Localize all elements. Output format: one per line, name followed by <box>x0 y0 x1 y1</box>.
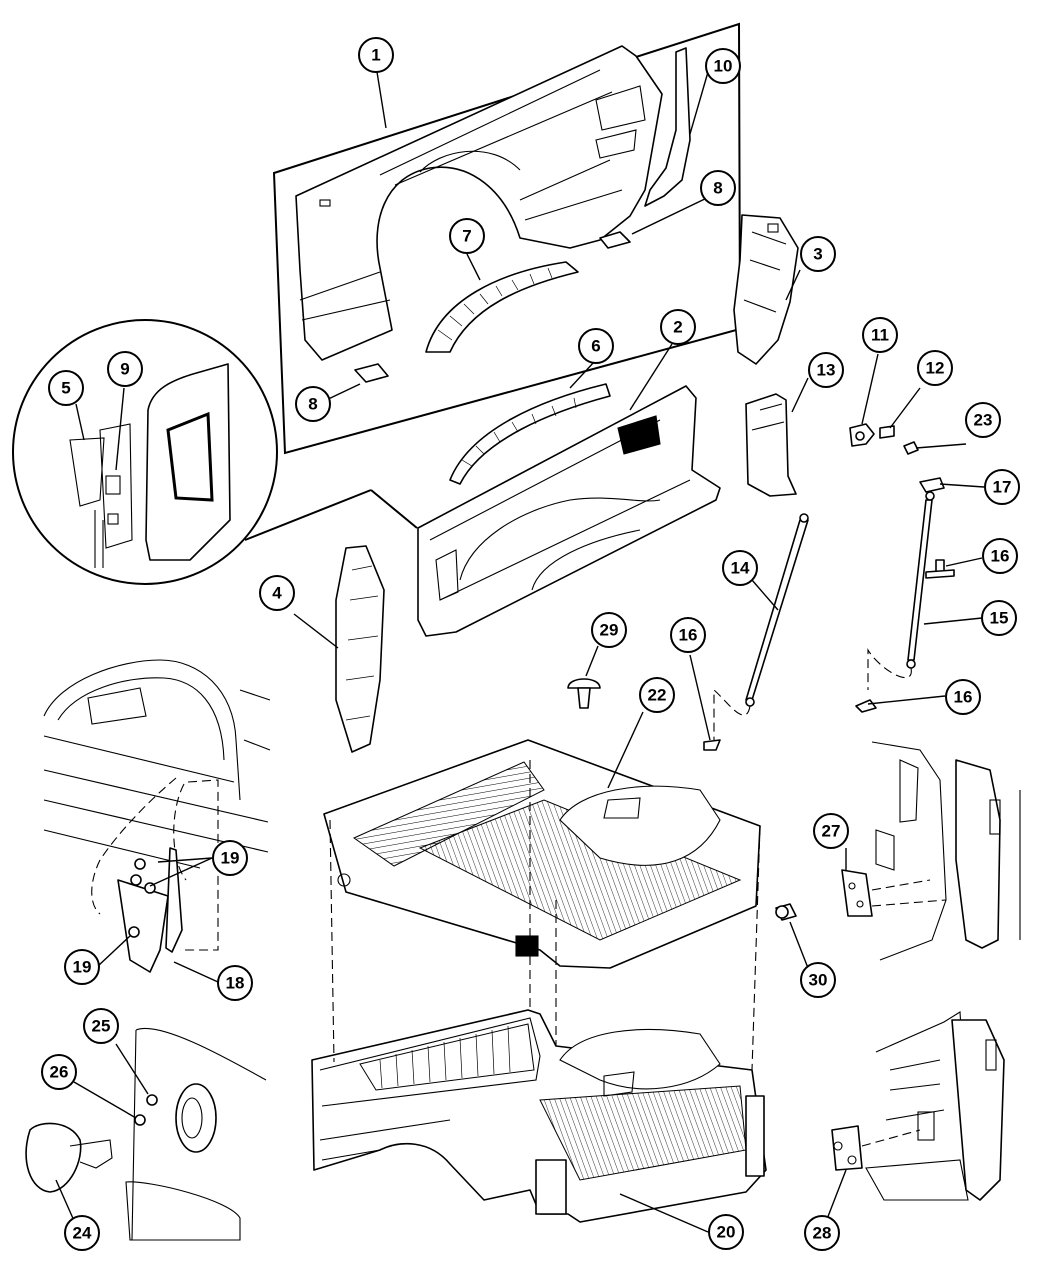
callout-14[interactable]: 14 <box>722 550 758 586</box>
callout-23[interactable]: 23 <box>965 402 1001 438</box>
svg-text:14: 14 <box>731 559 750 578</box>
small-brackets <box>354 231 631 383</box>
svg-text:16: 16 <box>954 688 973 707</box>
callout-9[interactable]: 9 <box>107 351 143 387</box>
callout-19-a[interactable]: 19 <box>212 840 248 876</box>
callout-12[interactable]: 12 <box>917 350 953 386</box>
svg-text:15: 15 <box>990 609 1009 628</box>
svg-text:8: 8 <box>713 179 722 198</box>
svg-text:26: 26 <box>50 1063 69 1082</box>
svg-text:19: 19 <box>221 849 240 868</box>
svg-text:13: 13 <box>817 361 836 380</box>
svg-text:28: 28 <box>813 1224 832 1243</box>
callout-2[interactable]: 2 <box>660 309 696 345</box>
svg-text:20: 20 <box>717 1223 736 1242</box>
callout-26[interactable]: 26 <box>41 1054 77 1090</box>
callout-24[interactable]: 24 <box>64 1215 100 1251</box>
callout-6[interactable]: 6 <box>578 328 614 364</box>
wheelhouse-inner <box>449 383 611 485</box>
callout-16-a[interactable]: 16 <box>670 617 706 653</box>
svg-text:16: 16 <box>679 626 698 645</box>
svg-text:5: 5 <box>61 379 70 398</box>
callout-22[interactable]: 22 <box>639 677 675 713</box>
svg-text:19: 19 <box>73 958 92 977</box>
callout-30[interactable]: 30 <box>800 962 836 998</box>
svg-text:24: 24 <box>73 1224 92 1243</box>
svg-text:7: 7 <box>462 227 471 246</box>
svg-text:3: 3 <box>813 245 822 264</box>
svg-text:27: 27 <box>822 822 841 841</box>
front-inner-panel <box>335 545 385 753</box>
svg-text:29: 29 <box>600 621 619 640</box>
bed-liner <box>323 739 761 969</box>
tailgate-cables <box>703 491 955 751</box>
box-side-outer-panel <box>295 45 663 361</box>
tailgate-hinge-view-lower <box>831 1011 1005 1201</box>
svg-text:6: 6 <box>591 337 600 356</box>
inner-box-side-panel <box>417 385 721 637</box>
callout-8-upper[interactable]: 8 <box>700 170 736 206</box>
tail-lamp-mount-view <box>43 659 271 973</box>
svg-text:2: 2 <box>673 318 682 337</box>
front-pillar-panel <box>733 214 799 365</box>
callout-13[interactable]: 13 <box>808 352 844 388</box>
svg-text:22: 22 <box>648 686 667 705</box>
rear-pillar-bracket <box>745 393 797 497</box>
svg-text:9: 9 <box>120 360 129 379</box>
callout-20[interactable]: 20 <box>708 1214 744 1250</box>
callout-19-b[interactable]: 19 <box>64 949 100 985</box>
tailgate-hinge-view-upper <box>775 741 1021 961</box>
svg-text:16: 16 <box>991 547 1010 566</box>
wheelhouse-outer <box>425 261 579 353</box>
svg-text:4: 4 <box>272 584 282 603</box>
callout-5[interactable]: 5 <box>48 370 84 406</box>
callout-15[interactable]: 15 <box>981 600 1017 636</box>
callout-11[interactable]: 11 <box>862 317 898 353</box>
svg-text:10: 10 <box>714 57 733 76</box>
callouts: 1 2 3 4 5 6 7 8 8 9 10 11 12 13 14 15 16… <box>41 37 1020 1251</box>
pillar-reinforcement <box>644 47 691 207</box>
callout-4[interactable]: 4 <box>259 575 295 611</box>
svg-text:8: 8 <box>308 395 317 414</box>
callout-17[interactable]: 17 <box>984 469 1020 505</box>
callout-29[interactable]: 29 <box>591 612 627 648</box>
callout-3[interactable]: 3 <box>800 236 836 272</box>
svg-text:17: 17 <box>993 478 1012 497</box>
callout-27[interactable]: 27 <box>813 813 849 849</box>
svg-text:30: 30 <box>809 971 828 990</box>
fuel-filler-door-view <box>25 1027 267 1241</box>
callout-16-c[interactable]: 16 <box>945 679 981 715</box>
svg-text:11: 11 <box>871 326 889 345</box>
svg-text:1: 1 <box>371 46 380 65</box>
push-pin-fastener <box>567 678 601 709</box>
svg-text:12: 12 <box>926 359 945 378</box>
svg-text:23: 23 <box>974 411 993 430</box>
callout-16-b[interactable]: 16 <box>982 538 1018 574</box>
callout-10[interactable]: 10 <box>705 48 741 84</box>
svg-text:18: 18 <box>226 974 245 993</box>
leader-lines <box>55 71 985 1233</box>
callout-7[interactable]: 7 <box>449 218 485 254</box>
callout-25[interactable]: 25 <box>83 1008 119 1044</box>
callout-1[interactable]: 1 <box>358 37 394 73</box>
pickup-box <box>311 1009 767 1223</box>
callout-18[interactable]: 18 <box>217 965 253 1001</box>
callout-28[interactable]: 28 <box>804 1215 840 1251</box>
detail-inset-circle <box>12 319 278 585</box>
hardware-small <box>849 423 945 493</box>
svg-text:25: 25 <box>92 1017 111 1036</box>
alignment-lines <box>329 760 761 1071</box>
callout-8-lower[interactable]: 8 <box>295 386 331 422</box>
